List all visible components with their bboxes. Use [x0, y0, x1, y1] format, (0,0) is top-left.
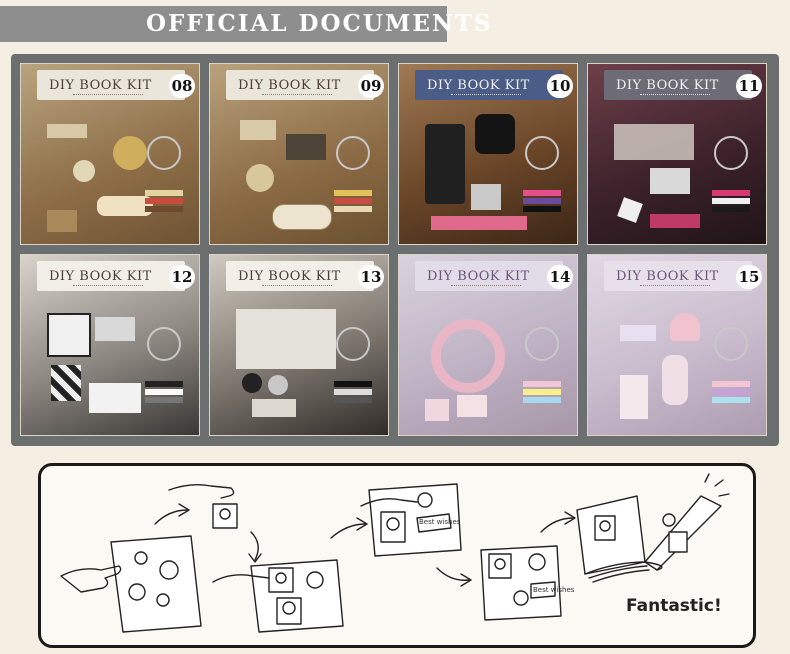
kit-header [37, 261, 185, 291]
product-number-badge: 09 [358, 74, 384, 98]
ribbon-spools [523, 190, 561, 216]
product-card-11[interactable]: DIY BOOK KIT 11 [587, 63, 767, 245]
kit-header [226, 70, 374, 100]
kit-header [226, 261, 374, 291]
product-card-13[interactable]: DIY BOOK KIT 13 [209, 254, 389, 436]
ribbon-spools [523, 381, 561, 407]
ribbon-spools [145, 381, 183, 407]
sticker-sheet [610, 104, 748, 240]
step-4-sheet [360, 483, 462, 557]
product-number-badge: 10 [547, 74, 573, 98]
product-number-badge: 08 [169, 74, 195, 98]
kit-title: DIY BOOK KIT [427, 269, 530, 284]
kit-header [604, 70, 752, 100]
sticker-sheet [43, 104, 181, 240]
product-gallery: DIY BOOK KIT 08 DIY BOOK KIT 09 [11, 54, 779, 446]
product-number-badge: 11 [736, 74, 762, 98]
fantastic-caption: Fantastic! [626, 596, 722, 616]
ribbon-spools [334, 381, 372, 407]
binder-rings [336, 136, 370, 170]
product-card-15[interactable]: DIY BOOK KIT 15 [587, 254, 767, 436]
kit-title: DIY BOOK KIT [238, 78, 341, 93]
kit-title: DIY BOOK KIT [49, 269, 152, 284]
ribbon-spools [334, 190, 372, 216]
sticker-sheet [43, 295, 181, 431]
kit-title: DIY BOOK KIT [238, 269, 341, 284]
kit-header [604, 261, 752, 291]
binder-rings [147, 327, 181, 361]
step-3-placing [212, 559, 344, 633]
binder-rings [336, 327, 370, 361]
binder-rings [525, 327, 559, 361]
ribbon-spools [712, 381, 750, 407]
product-card-12[interactable]: DIY BOOK KIT 12 [20, 254, 200, 436]
binder-rings [714, 327, 748, 361]
kit-title: DIY BOOK KIT [49, 78, 152, 93]
product-number-badge: 12 [169, 265, 195, 289]
step-2-hand-sticker [168, 483, 238, 529]
sticker-sheet [421, 295, 559, 431]
arrow-1 [154, 503, 190, 525]
product-number-badge: 15 [736, 265, 762, 289]
binder-rings [525, 136, 559, 170]
step-6-book [576, 473, 730, 583]
kit-header [415, 261, 563, 291]
ribbon-spools [145, 190, 183, 216]
card-text-labels: Best wishes Best wishes [419, 518, 575, 594]
sticker-sheet [421, 104, 559, 240]
kit-title: DIY BOOK KIT [427, 78, 530, 93]
product-card-08[interactable]: DIY BOOK KIT 08 [20, 63, 200, 245]
instruction-panel: Best wishes Best wishes Fantastic! [38, 463, 756, 648]
arrow-3 [330, 517, 368, 539]
product-number-badge: 14 [547, 265, 573, 289]
header-bar [0, 6, 447, 42]
kit-header [37, 70, 185, 100]
product-card-09[interactable]: DIY BOOK KIT 09 [209, 63, 389, 245]
product-card-10[interactable]: DIY BOOK KIT 10 [398, 63, 578, 245]
arrow-5 [540, 511, 576, 533]
kit-title: DIY BOOK KIT [616, 78, 719, 93]
sticker-sheet [610, 295, 748, 431]
step-1-sheet [60, 535, 202, 633]
arrow-2 [248, 531, 262, 563]
kit-title: DIY BOOK KIT [616, 269, 719, 284]
product-number-badge: 13 [358, 265, 384, 289]
best-wishes-label-2: Best wishes [533, 586, 575, 594]
sticker-sheet [232, 104, 370, 240]
sticker-sheet [232, 295, 370, 431]
instruction-illustration: Best wishes Best wishes [60, 473, 730, 633]
page-title: OFFICIAL DOCUMENTS [146, 10, 493, 37]
binder-rings [714, 136, 748, 170]
arrow-4 [436, 567, 472, 587]
step-5-page [480, 545, 562, 621]
binder-rings [147, 136, 181, 170]
ribbon-spools [712, 190, 750, 216]
kit-header [415, 70, 563, 100]
product-card-14[interactable]: DIY BOOK KIT 14 [398, 254, 578, 436]
best-wishes-label-1: Best wishes [419, 518, 461, 526]
